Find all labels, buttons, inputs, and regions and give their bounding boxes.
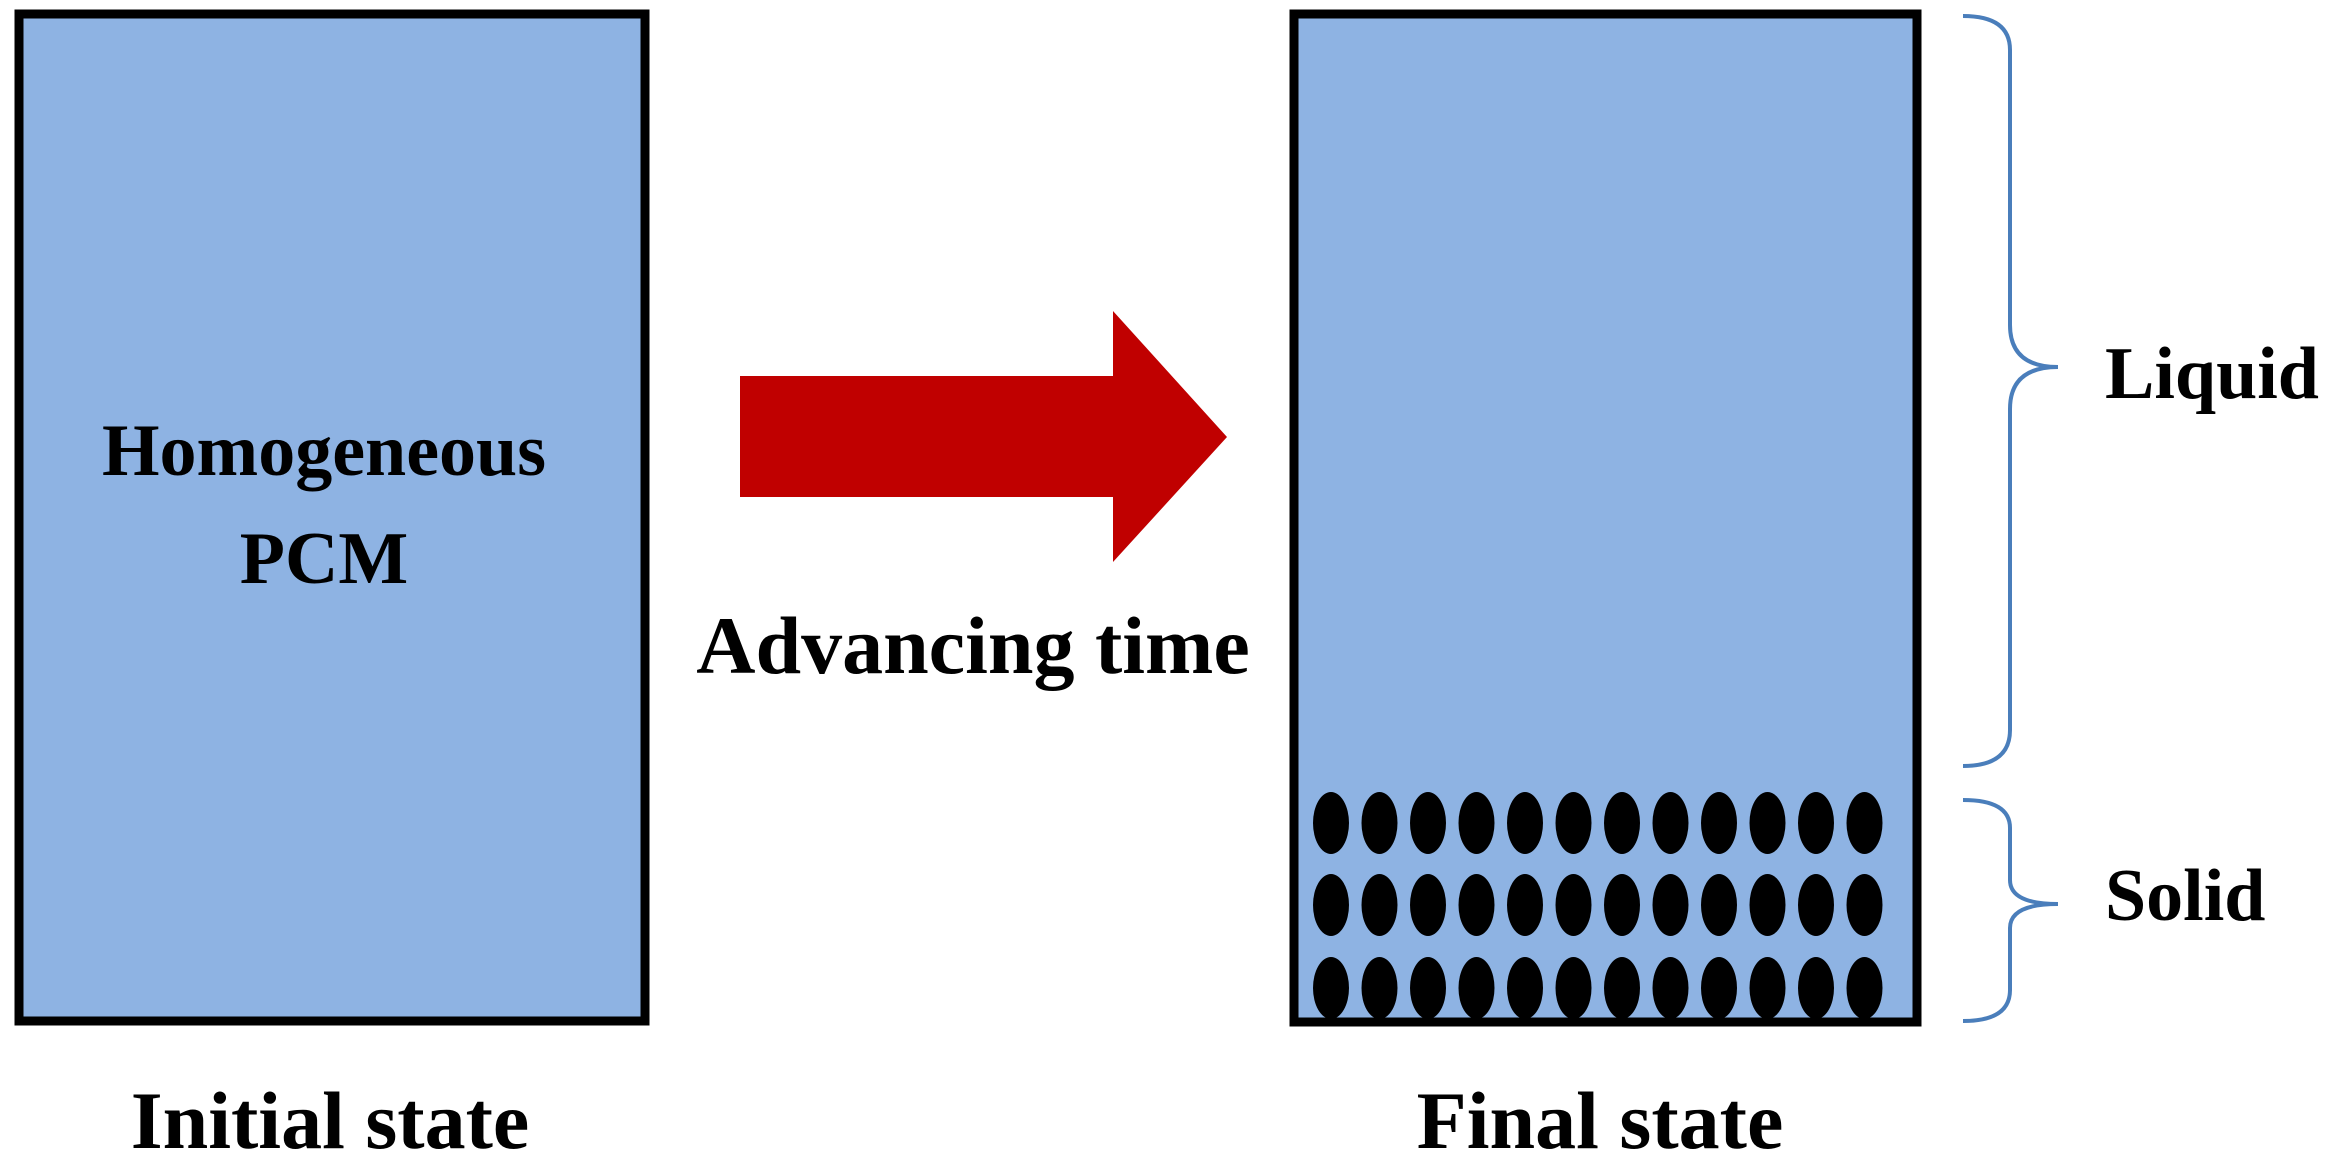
solid-particle (1361, 792, 1398, 854)
initial-content-line1: Homogeneous (102, 410, 546, 492)
solid-particle (1507, 957, 1543, 1019)
solid-particle (1846, 792, 1883, 854)
solid-particle (1458, 957, 1495, 1019)
solid-particle (1361, 874, 1398, 936)
solid-label: Solid (2105, 855, 2265, 937)
solid-brace (1962, 798, 2059, 1023)
solid-particle (1749, 874, 1786, 936)
solid-particle (1458, 792, 1495, 854)
initial-state-caption: Initial state (131, 1075, 530, 1164)
solid-particle (1604, 792, 1640, 854)
solid-particle (1701, 957, 1737, 1019)
solid-particle (1749, 957, 1786, 1019)
solid-particle (1555, 957, 1592, 1019)
solid-particle (1361, 957, 1398, 1019)
solid-particle (1604, 874, 1640, 936)
solid-particle (1846, 874, 1883, 936)
solid-particle (1798, 874, 1834, 936)
solid-particle (1701, 792, 1737, 854)
solid-particle (1798, 792, 1834, 854)
solid-particle (1507, 792, 1543, 854)
solid-particles (1313, 792, 1883, 1019)
solid-particle (1410, 957, 1446, 1019)
advancing-time-arrow (740, 311, 1227, 562)
solid-particle (1313, 874, 1349, 936)
solid-particle (1507, 874, 1543, 936)
solid-particle (1555, 792, 1592, 854)
solid-particle (1749, 792, 1786, 854)
solid-particle (1846, 957, 1883, 1019)
solid-particle (1313, 957, 1349, 1019)
liquid-label: Liquid (2105, 333, 2319, 415)
advancing-time-label: Advancing time (696, 600, 1250, 691)
solid-particle (1458, 874, 1495, 936)
solid-particle (1410, 792, 1446, 854)
solid-particle (1652, 874, 1689, 936)
solid-particle (1410, 874, 1446, 936)
solid-particle (1604, 957, 1640, 1019)
final-pcm-container (1289, 9, 1922, 1027)
initial-pcm-container (14, 9, 650, 1026)
solid-particle (1652, 957, 1689, 1019)
final-state-caption: Final state (1417, 1075, 1784, 1164)
solid-particle (1798, 957, 1834, 1019)
solid-particle (1555, 874, 1592, 936)
solid-particle (1313, 792, 1349, 854)
liquid-brace (1962, 14, 2059, 768)
initial-content-line2: PCM (240, 518, 409, 600)
solid-particle (1652, 792, 1689, 854)
solid-particle (1701, 874, 1737, 936)
